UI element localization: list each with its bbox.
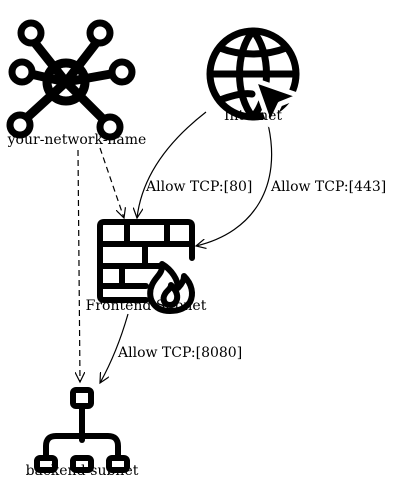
edge-network-to-frontend — [99, 147, 124, 218]
node-label-backend: backend-subnet — [26, 463, 139, 479]
edge-label-tcp-443: Allow TCP:[443] — [270, 179, 386, 195]
edge-label-tcp-8080: Allow TCP:[8080] — [117, 345, 242, 361]
edge-internet-to-frontend-80 — [137, 111, 207, 218]
edges — [78, 111, 273, 383]
hierarchy-icon — [34, 387, 130, 473]
firewall-icon — [97, 219, 195, 314]
node-label-frontend: Frontend Subnet — [86, 298, 207, 314]
node-internet[interactable]: Internet — [206, 27, 303, 128]
node-frontend[interactable]: Frontend Subnet — [86, 219, 207, 314]
node-label-network: your-network-name — [7, 132, 147, 148]
network-hub-icon — [6, 19, 136, 141]
edge-frontend-to-backend-8080 — [100, 313, 129, 383]
edge-label-tcp-80: Allow TCP:[80] — [145, 179, 252, 195]
edge-network-to-backend — [78, 149, 80, 382]
globe-cursor-icon — [206, 27, 303, 128]
node-label-internet: Internet — [224, 108, 282, 124]
node-network[interactable]: your-network-name — [6, 19, 147, 148]
node-backend[interactable]: backend-subnet — [26, 387, 139, 479]
edge-internet-to-frontend-443 — [196, 123, 273, 246]
